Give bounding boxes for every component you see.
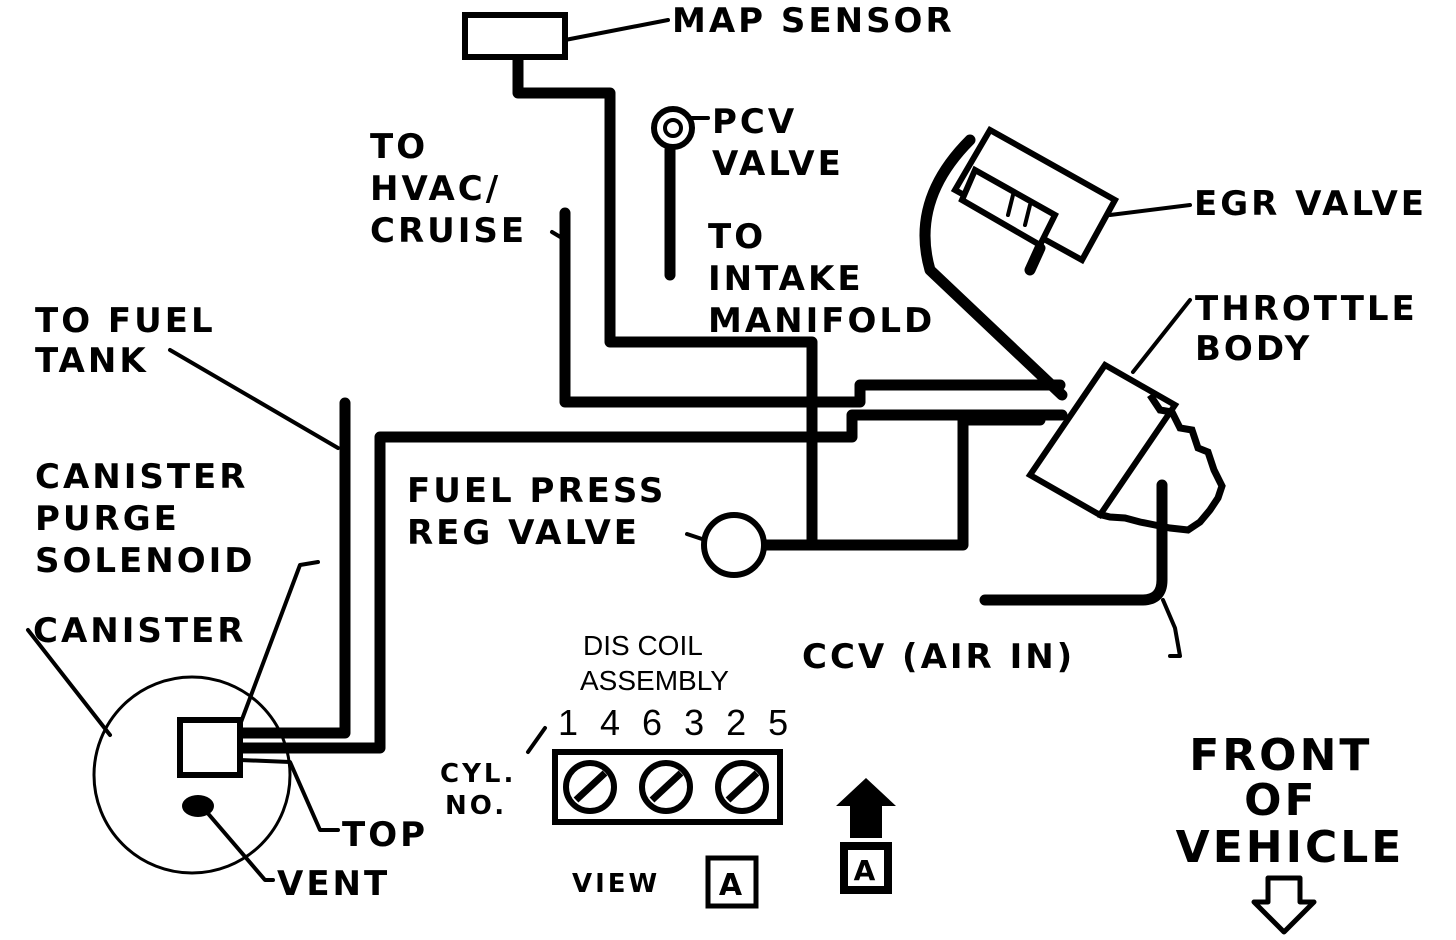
svg-text:DIS COIL ASSEMBLY: DIS COIL ASSEMBLY [580, 630, 729, 696]
to-hvac-label-2: HVAC/ [370, 169, 501, 209]
purge-label-3: SOLENOID [35, 541, 256, 581]
fuel-tank-callout: TO FUEL TANK [35, 301, 340, 450]
egr-valve: EGR VALVE [950, 125, 1427, 276]
dis-coil-title-1: DIS COIL [583, 630, 702, 661]
to-intake-label-3: MANIFOLD [708, 301, 935, 341]
dis-coil-title-2: ASSEMBLY [580, 665, 729, 696]
svg-text:TO HVAC/ CRUISE: TO HVAC/ CRUISE [370, 127, 527, 251]
map-sensor: MAP SENSOR [462, 1, 955, 60]
ccv-line: CCV (AIR IN) [802, 479, 1182, 677]
svg-text:TO INTAKE MANIFOLD: TO INTAKE MANIFOLD [708, 217, 935, 341]
fuel-press-reg-valve: FUEL PRESS REG VALVE [407, 471, 767, 578]
front-label-1: FRONT [1189, 730, 1372, 781]
vent-label: VENT [277, 864, 390, 904]
to-intake-label-1: TO [708, 217, 766, 257]
front-label-2: OF [1244, 775, 1317, 826]
throttle-body-label-1: THROTTLE [1195, 289, 1418, 329]
hvac-cruise-line: TO HVAC/ CRUISE [370, 127, 1066, 408]
dis-coil-assembly: DIS COIL ASSEMBLY 1 4 6 3 2 5 CYL. NO. V… [440, 630, 794, 909]
coil-terminal-1 [563, 760, 617, 814]
coil-terminal-3 [715, 760, 769, 814]
to-fuel-tank-label-1: TO FUEL [35, 301, 216, 341]
egr-valve-label: EGR VALVE [1194, 184, 1427, 224]
front-label-3: VEHICLE [1176, 822, 1405, 873]
pcv-valve-label-1: PCV [712, 102, 797, 142]
svg-text:THROTTLE BODY: THROTTLE BODY [1195, 289, 1433, 369]
fuel-press-label-2: REG VALVE [407, 513, 640, 553]
canister: CANISTER TOP VENT [26, 611, 428, 904]
down-arrow-icon [1251, 875, 1317, 935]
view-label: VIEW [572, 869, 660, 899]
purge-label-2: PURGE [35, 499, 180, 539]
svg-text:PCV VALVE: PCV VALVE [712, 102, 844, 184]
canister-label: CANISTER [33, 611, 246, 651]
svg-text:FRONT OF VEHICLE: FRONT OF VEHICLE [1176, 730, 1405, 873]
coil-terminal-2 [639, 760, 693, 814]
cyl-label-2: NO. [445, 791, 507, 821]
to-hvac-label-3: CRUISE [370, 211, 527, 251]
purge-label-1: CANISTER [35, 457, 248, 497]
to-intake-label-2: INTAKE [708, 259, 864, 299]
view-a-arrow: A [836, 778, 896, 894]
fuel-press-reg-hose [759, 414, 1046, 551]
top-label: TOP [342, 815, 428, 855]
map-sensor-label: MAP SENSOR [672, 1, 955, 41]
fuel-tank-hose [234, 397, 351, 739]
fuel-press-label-1: FUEL PRESS [407, 471, 666, 511]
throttle-body-label-2: BODY [1195, 329, 1312, 369]
egr-hose [919, 134, 1068, 401]
ccv-label: CCV (AIR IN) [802, 637, 1075, 677]
view-arrow-marker: A [854, 854, 879, 887]
purge-solenoid-callout: CANISTER PURGE SOLENOID [35, 457, 320, 740]
svg-text:TO FUEL TANK: TO FUEL TANK [35, 301, 231, 381]
map-sensor-hose [512, 54, 818, 546]
pcv-valve-label-2: VALVE [712, 144, 844, 184]
view-marker-box: A [719, 868, 745, 903]
svg-text:CYL. NO.: CYL. NO. [440, 759, 528, 821]
svg-text:CANISTER PURGE SOL: CANISTER PURGE SOLENOID [35, 457, 263, 581]
canister-purge-hose [234, 409, 1068, 754]
to-fuel-tank-label-2: TANK [35, 341, 149, 381]
svg-text:FUEL PRESS REG VALVE: FUEL PRESS REG VALVE [407, 471, 681, 553]
firing-order: 1 4 6 3 2 5 [558, 702, 794, 743]
front-of-vehicle: FRONT OF VEHICLE [1176, 730, 1405, 935]
cyl-label-1: CYL. [440, 759, 516, 789]
to-hvac-label-1: TO [370, 127, 428, 167]
throttle-body: THROTTLE BODY [1025, 289, 1433, 534]
pcv-valve: PCV VALVE TO INTAKE MANIFOLD [651, 102, 935, 341]
